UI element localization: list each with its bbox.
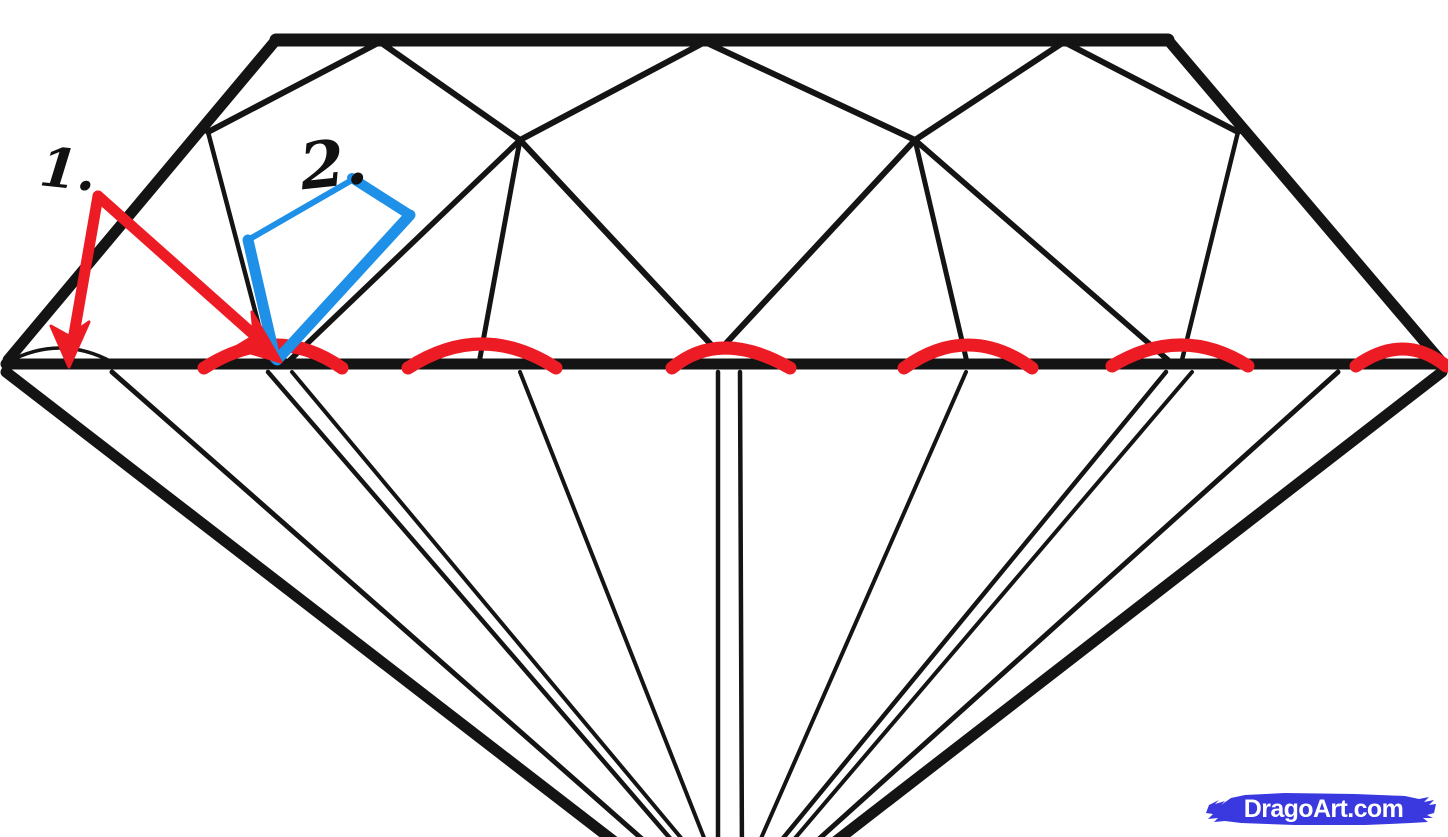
star-facet-l2 [517,39,708,143]
red-arrow-2-shaft [92,190,268,348]
pavilion-line-l3 [290,370,683,837]
crown-right-inner-slope [1165,37,1439,359]
watermark-label: DragoArt.com [1243,794,1404,823]
watermark-brush-shape [1206,793,1436,825]
bezel-line-r1 [912,137,969,361]
red-arrow-1-head [49,320,91,369]
red-arrow-2 [92,190,283,364]
red-arc-3 [665,341,797,375]
bezel-line-l3 [517,137,721,355]
pavilion-line-l4 [518,370,706,837]
red-arrow-2-head [232,310,283,364]
red-arc-2 [401,337,563,375]
bezel-line-r3 [715,137,918,355]
red-arc-4 [897,338,1039,375]
star-facet-r1 [702,39,918,143]
blue-kite-edge-top-left [245,177,355,243]
star-facet-r2 [912,39,1067,143]
bezel-line-r2 [912,137,1171,363]
watermark-dash-left [1215,803,1229,809]
pavilion-line-r3 [793,370,1194,837]
crown-group [0,33,1448,370]
dragoart-watermark: DragoArt.com [1205,789,1438,829]
red-arrow-1 [49,190,104,369]
pavilion-line-center-right [737,369,745,837]
pavilion-right-edge [832,366,1448,837]
pavilion-line-l1 [109,369,644,837]
blue-kite-edge-left [242,234,281,364]
pavilion-line-r4 [817,369,1341,837]
red-arc-6 [1349,342,1448,373]
watermark-bg [1206,793,1436,825]
bezel-line-r0 [1179,129,1241,363]
blue-facet-annotation [242,173,416,366]
step-label-2: 2. [296,123,371,206]
red-arrow-1-shaft [66,190,104,352]
bezel-line-l1 [477,137,523,361]
blue-kite-edge-top-right [347,173,415,220]
star-facet-far-left [205,39,383,135]
bezel-line-l2 [287,137,523,363]
pavilion-line-r2 [781,369,1169,837]
red-arrows-group [49,190,283,369]
watermark-dash-right [1413,809,1433,815]
red-arc-5 [1105,338,1255,373]
crown-left-inner-slope [9,37,279,359]
star-facet-l1 [377,39,523,143]
star-facet-far-right [1061,39,1241,135]
step-label-1: 1. [36,134,100,204]
blue-kite-edge-right [271,209,416,366]
pavilion-line-r1 [759,370,968,837]
pavilion-group [0,366,1448,837]
pavilion-left-edge [0,366,618,837]
pavilion-line-l2 [265,369,672,837]
